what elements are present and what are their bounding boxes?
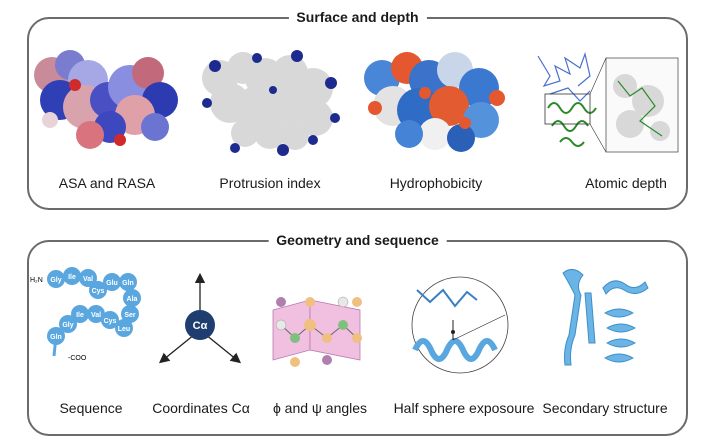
residue-label: Gln: [122, 280, 134, 287]
phi-psi-angles-diagram: [272, 296, 362, 367]
residue-bead: [79, 269, 97, 287]
residue-bead: [87, 305, 105, 323]
residue-bead: [121, 305, 139, 323]
atomic-depth-image: [537, 51, 679, 153]
asa-rasa-label: ASA and RASA: [58, 175, 156, 191]
residue-label: Gln: [50, 334, 62, 341]
residue-bead: [123, 289, 141, 307]
secondary-structure-diagram: [562, 269, 649, 366]
seq-start-label: H₂N: [30, 277, 43, 284]
ca-atom-label: Cα: [193, 320, 208, 332]
asa-rasa-surface-image: [34, 50, 178, 149]
residue-label: Gly: [62, 322, 73, 329]
residue-label: Cys: [92, 288, 105, 295]
residue-label: Ile: [76, 312, 84, 319]
surface-depth-panel: Surface and depth: [27, 9, 688, 210]
seq-end-label: -COO: [68, 355, 87, 362]
residue-bead: [101, 311, 119, 329]
residue-label: Ser: [124, 312, 136, 319]
residue-bead: [47, 270, 65, 288]
half-sphere-exposure-label: Half sphere exposoure: [393, 400, 535, 416]
residue-bead: [103, 273, 121, 291]
residue-bead: [59, 315, 77, 333]
residue-label: Cys: [104, 318, 117, 325]
residue-bead: [47, 327, 65, 345]
phi-psi-angles-label: ϕ and ψ angles: [272, 400, 368, 416]
surface-depth-title: Surface and depth: [288, 9, 427, 25]
residue-bead: [119, 273, 137, 291]
hydrophobicity-label: Hydrophobicity: [389, 175, 483, 191]
residue-label: Glu: [106, 280, 118, 287]
residue-label: Val: [91, 312, 101, 319]
geometry-sequence-title: Geometry and sequence: [268, 232, 447, 248]
residue-bead: [71, 305, 89, 323]
residue-label: Gly: [50, 277, 61, 284]
geometry-sequence-panel: Geometry and sequence: [27, 232, 688, 436]
protrusion-index-surface-image: [202, 50, 340, 156]
secondary-structure-label: Secondary structure: [542, 400, 668, 416]
coordinates-ca-diagram: Cα: [158, 272, 242, 364]
hydrophobicity-surface-image: [364, 52, 505, 152]
coordinates-ca-label: Coordinates Cα: [152, 400, 250, 416]
residue-label: Val: [83, 276, 93, 283]
residue-bead: [89, 281, 107, 299]
residue-label: Leu: [118, 326, 130, 333]
residue-label: Ala: [127, 296, 138, 303]
protrusion-index-label: Protrusion index: [219, 175, 321, 191]
sequence-label: Sequence: [59, 400, 123, 416]
residue-label: Ile: [68, 274, 76, 281]
half-sphere-exposure-diagram: [411, 276, 509, 374]
residue-bead: [115, 319, 133, 337]
residue-bead: [63, 267, 81, 285]
atomic-depth-label: Atomic depth: [585, 175, 667, 191]
